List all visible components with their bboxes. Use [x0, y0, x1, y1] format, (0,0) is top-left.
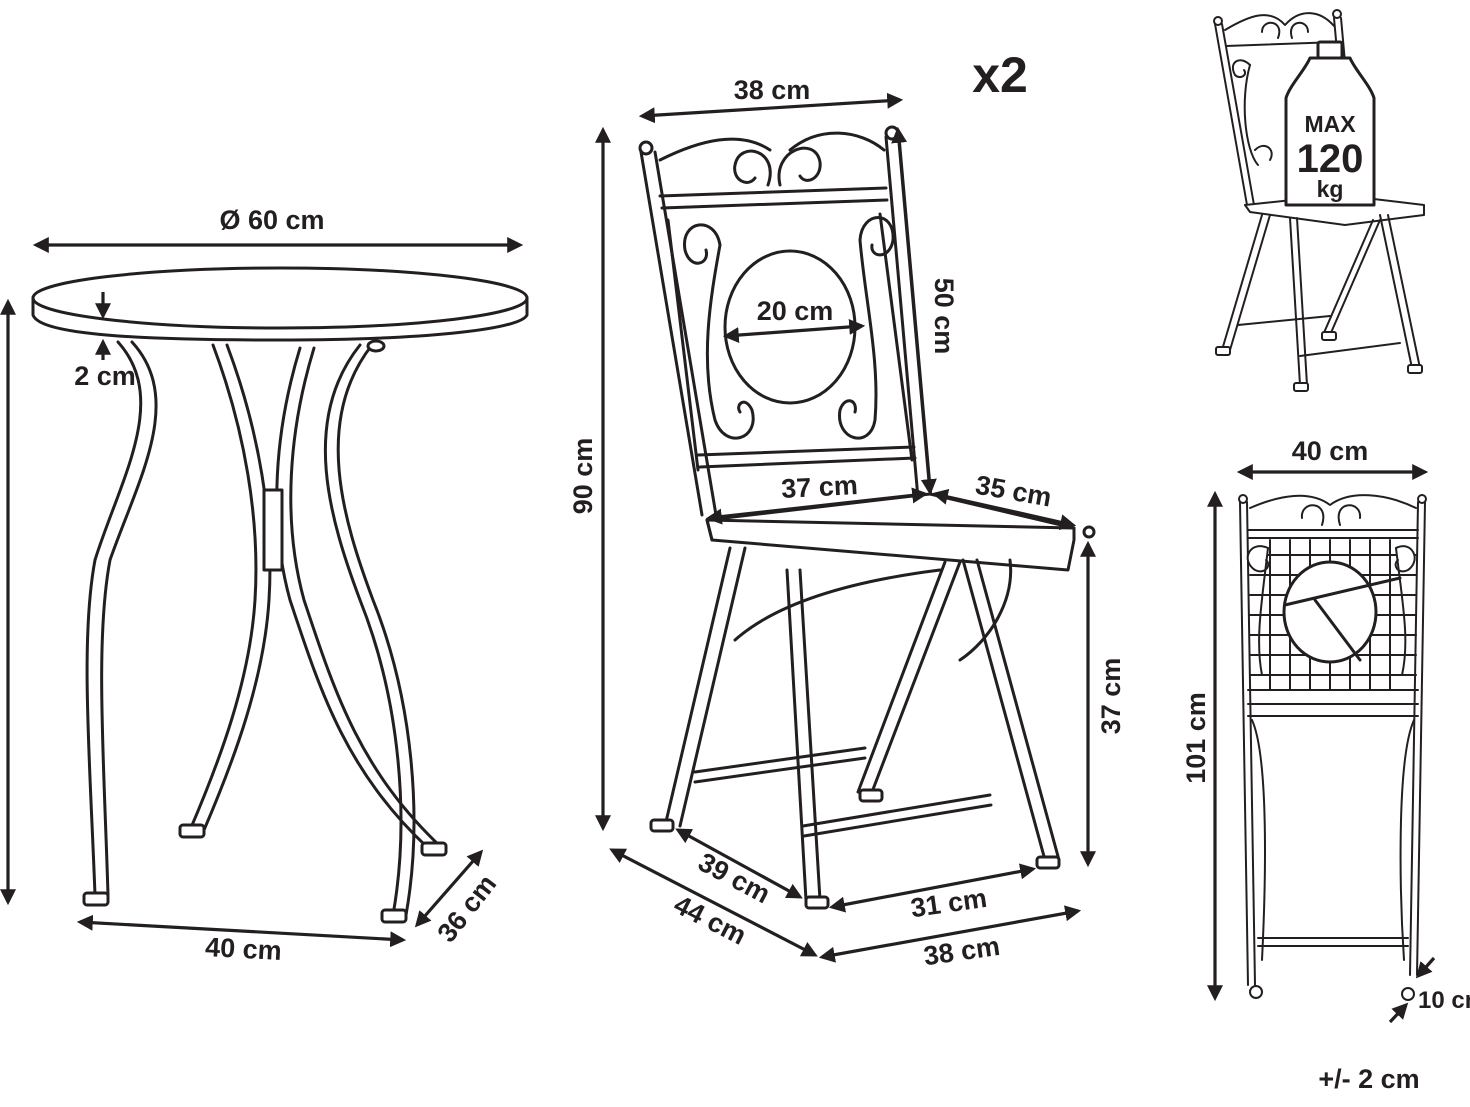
load-badge-line2: 120 — [1297, 137, 1364, 181]
tolerance-note: +/- 2 cm — [1318, 1064, 1419, 1094]
chair-height-label: 90 cm — [568, 438, 598, 515]
chair-back-height-arrow — [891, 126, 937, 496]
table-base-depth-arrow — [414, 849, 484, 928]
weight-icon — [1284, 56, 1376, 207]
side-depth-arrow — [609, 848, 818, 957]
chair-back-width-label: 38 cm — [734, 75, 811, 105]
folded-height-label: 101 cm — [1181, 692, 1211, 784]
seat-depth-arrow — [931, 488, 1077, 531]
seat-width-arrow — [705, 487, 929, 525]
table-diameter-label: Ø 60 cm — [219, 205, 324, 235]
load-badge-line3: kg — [1317, 176, 1344, 202]
folded-depth-arrow-bottom — [1388, 1002, 1409, 1024]
folded-chair-drawing — [1238, 494, 1427, 1001]
table-base-width-arrow — [76, 914, 407, 948]
folded-width-label: 40 cm — [1292, 436, 1369, 466]
folded-chair-dimensions: 40 cm 101 cm 10 cm — [1181, 436, 1470, 1024]
table-base-depth-label: 36 cm — [432, 869, 503, 948]
table-base-width-label: 40 cm — [204, 932, 282, 966]
folded-depth-label: 10 cm — [1418, 987, 1470, 1014]
mosaic-diameter-arrow — [722, 318, 866, 344]
side-span-arrow — [828, 863, 1037, 913]
load-badge-line1: MAX — [1304, 111, 1356, 137]
folded-depth-arrow-top — [1415, 956, 1436, 979]
table-top-thickness-label: 2 cm — [74, 361, 136, 391]
chair-back-height-label: 50 cm — [929, 278, 959, 355]
chair-base-width-arrow — [818, 905, 1082, 963]
chair-back-width-arrow — [638, 92, 904, 124]
bistro-chair-drawing — [638, 125, 1096, 910]
seat-height-label: 37 cm — [1096, 658, 1126, 735]
mosaic-diameter-label: 20 cm — [757, 296, 834, 326]
side-depth-label: 44 cm — [669, 889, 751, 950]
load-capacity-chair-drawing: MAX 120 kg — [1213, 9, 1425, 392]
chair-quantity-label: x2 — [972, 47, 1028, 103]
seat-width-label: 37 cm — [781, 470, 859, 504]
